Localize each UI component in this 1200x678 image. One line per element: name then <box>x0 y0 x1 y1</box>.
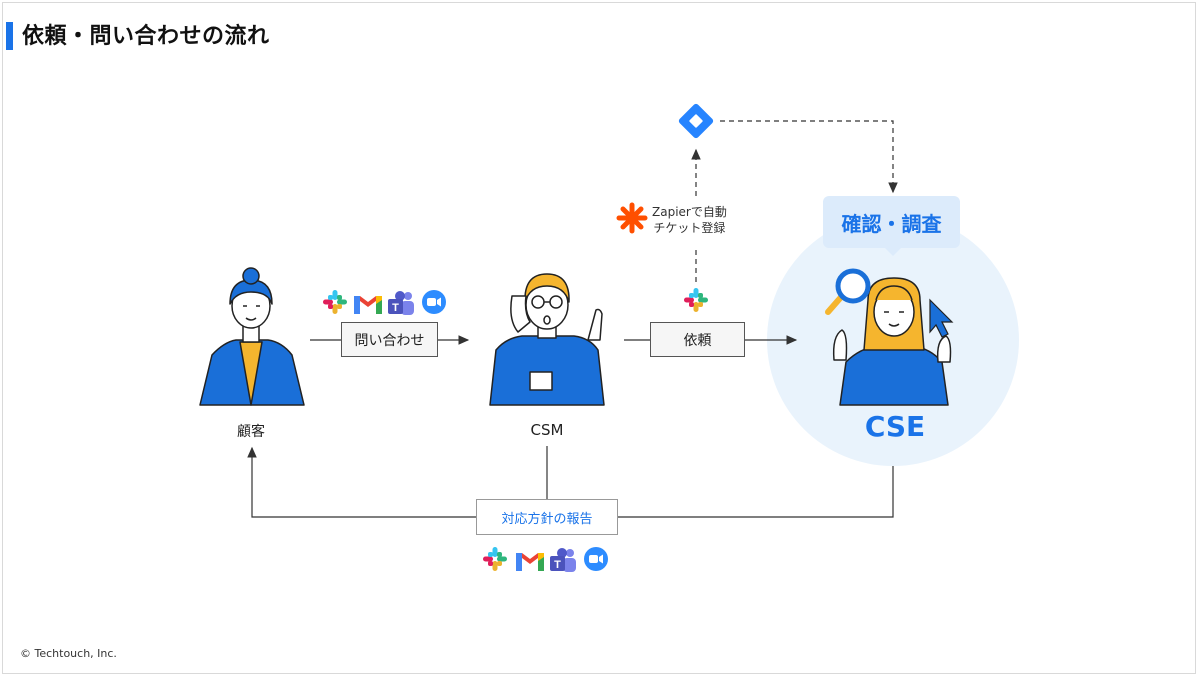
cursor-icon <box>929 298 954 338</box>
zapier-icon <box>616 202 648 234</box>
teams-icon: T <box>550 548 576 572</box>
report-label-box: 対応方針の報告 <box>476 499 618 535</box>
icon-group-bottom: T <box>483 547 608 572</box>
slack-icon <box>483 547 507 571</box>
jira-icon <box>678 103 714 139</box>
gmail-icon <box>516 553 544 571</box>
title-accent-bar <box>6 22 13 50</box>
zapier-caption-line2: チケット登録 <box>653 221 726 235</box>
dashed-jira-to-cse <box>720 120 898 194</box>
csm-figure <box>489 273 605 406</box>
request-label-box: 依頼 <box>650 322 745 357</box>
inquiry-label-box: 問い合わせ <box>341 322 438 357</box>
confirm-bubble-pointer <box>885 248 901 256</box>
page-title: 依頼・問い合わせの流れ <box>22 24 270 49</box>
teams-icon: T <box>388 291 414 315</box>
footer-copyright: © Techtouch, Inc. <box>20 647 117 660</box>
slack-icon <box>684 288 708 312</box>
svg-text:T: T <box>554 559 561 571</box>
customer-label: 顧客 <box>237 424 265 440</box>
slack-icon <box>323 290 347 314</box>
confirm-callout: 確認・調査 <box>823 196 960 248</box>
magnifier-icon <box>825 268 871 315</box>
cse-figure <box>832 277 952 406</box>
svg-text:T: T <box>392 302 399 314</box>
zoom-icon <box>584 547 608 571</box>
zoom-icon <box>422 290 446 314</box>
csm-label: CSM <box>530 421 564 439</box>
zapier-caption-line1: Zapierで自動 <box>652 205 727 219</box>
icon-group-top-left: T <box>323 290 446 315</box>
zapier-caption: Zapierで自動 チケット登録 <box>652 204 727 236</box>
customer-figure <box>199 267 305 406</box>
gmail-icon <box>354 296 382 314</box>
cse-label: CSE <box>864 410 926 443</box>
